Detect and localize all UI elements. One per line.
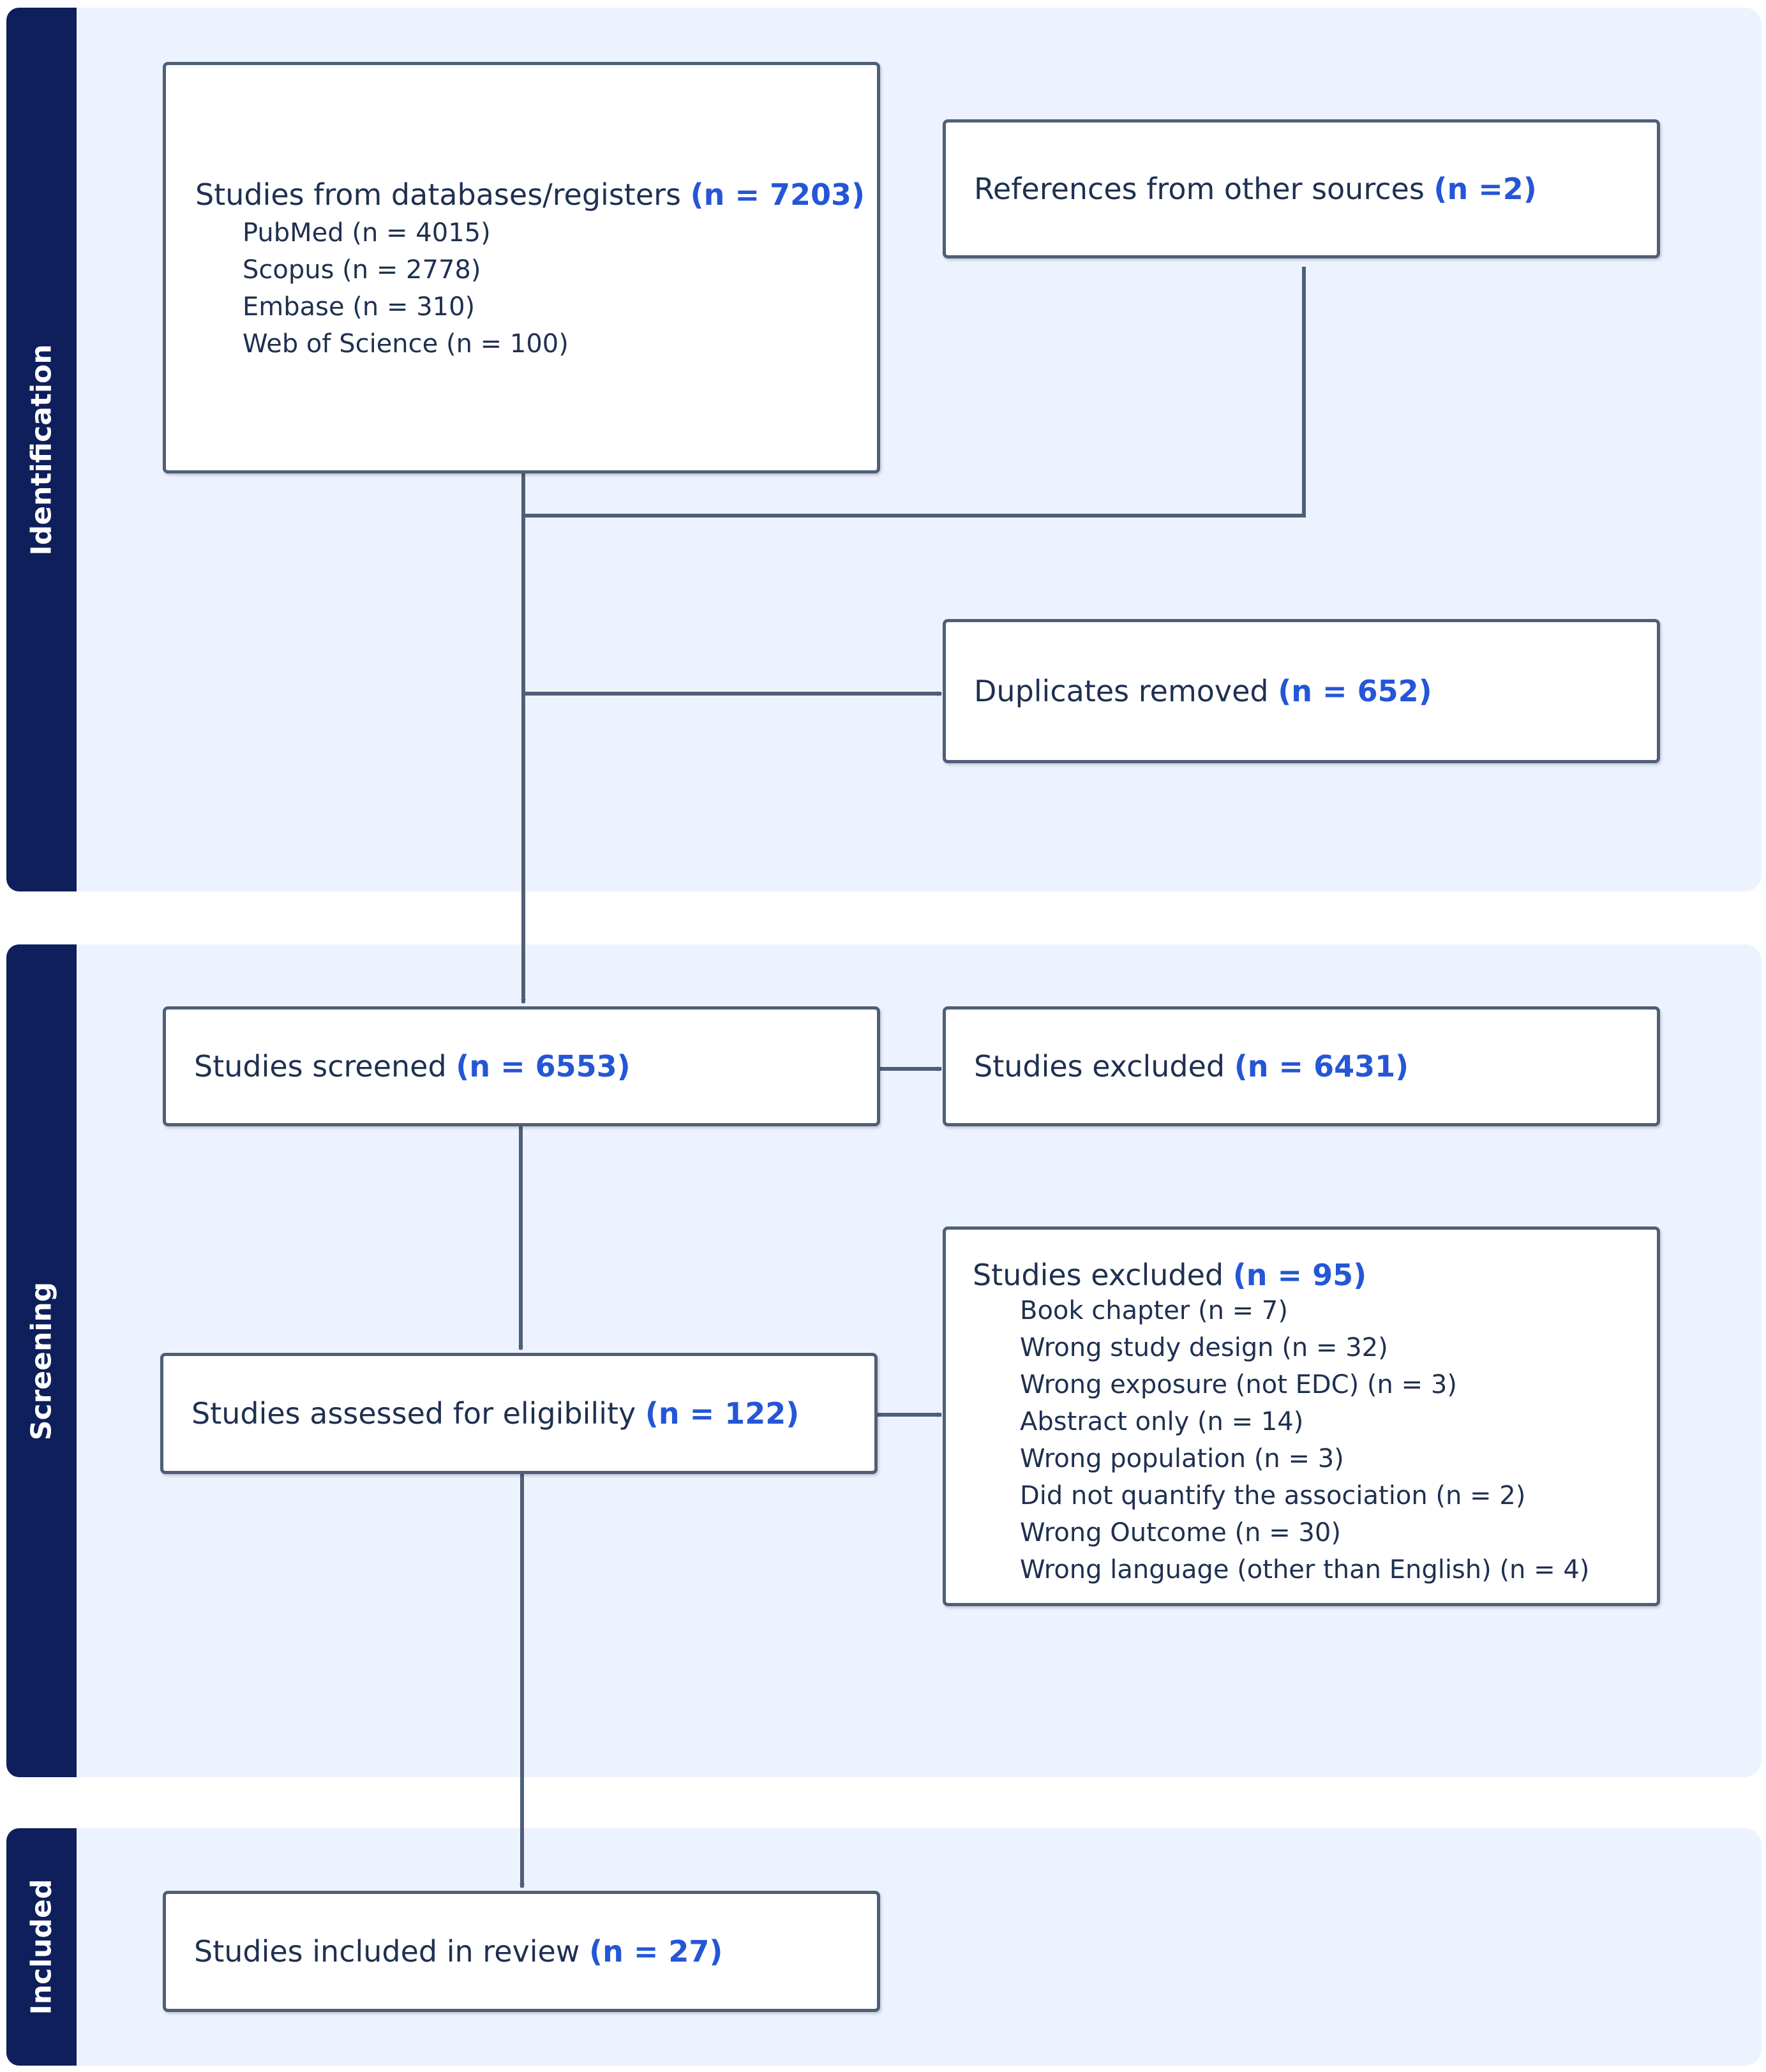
databases-count: (n = 7203) (690, 177, 865, 212)
databases-title: Studies from databases/registers (n = 72… (195, 177, 865, 212)
excluded-screening-count: (n = 6431) (1234, 1049, 1409, 1084)
duplicates-box: Duplicates removed (n = 652) (943, 619, 1660, 763)
exclusion-reason-item: Abstract only (n = 14) (1020, 1407, 1304, 1436)
included-phase-bar: Included (6, 1828, 77, 2066)
screened-count: (n = 6553) (456, 1049, 631, 1084)
exclusion-reason-item: Wrong exposure (not EDC) (n = 3) (1020, 1370, 1457, 1399)
screening-phase-bar: Screening (6, 944, 77, 1777)
duplicates-count: (n = 652) (1278, 674, 1432, 708)
identification-phase-bar: Identification (6, 8, 77, 891)
included-box: Studies included in review (n = 27) (163, 1891, 880, 2012)
exclusion-reason-item: Did not quantify the association (n = 2) (1020, 1481, 1526, 1510)
databases-box: Studies from databases/registers (n = 72… (163, 62, 880, 473)
excluded-eligibility-count: (n = 95) (1232, 1258, 1367, 1292)
database-source-item: Scopus (n = 2778) (243, 255, 481, 285)
exclusion-reason-item: Book chapter (n = 7) (1020, 1296, 1288, 1325)
other-sources-count: (n =2) (1433, 172, 1537, 206)
database-source-item: Embase (n = 310) (243, 292, 475, 322)
database-source-item: PubMed (n = 4015) (243, 218, 491, 248)
screened-box: Studies screened (n = 6553) (163, 1006, 880, 1126)
merge-connector (523, 267, 1306, 518)
database-source-item: Web of Science (n = 100) (243, 329, 569, 359)
included-count: (n = 27) (589, 1934, 723, 1969)
eligibility-box: Studies assessed for eligibility (n = 12… (160, 1353, 878, 1474)
exclusion-reason-item: Wrong population (n = 3) (1020, 1444, 1344, 1473)
eligibility-count: (n = 122) (645, 1396, 800, 1431)
other-sources-box: References from other sources (n =2) (943, 119, 1660, 258)
exclusion-reason-item: Wrong Outcome (n = 30) (1020, 1518, 1341, 1547)
excluded-screening-box: Studies excluded (n = 6431) (943, 1006, 1660, 1126)
exclusion-reason-item: Wrong language (other than English) (n =… (1020, 1555, 1590, 1584)
exclusion-reason-item: Wrong study design (n = 32) (1020, 1333, 1388, 1362)
excluded-eligibility-box: Studies excluded (n = 95) Book chapter (… (943, 1226, 1660, 1606)
